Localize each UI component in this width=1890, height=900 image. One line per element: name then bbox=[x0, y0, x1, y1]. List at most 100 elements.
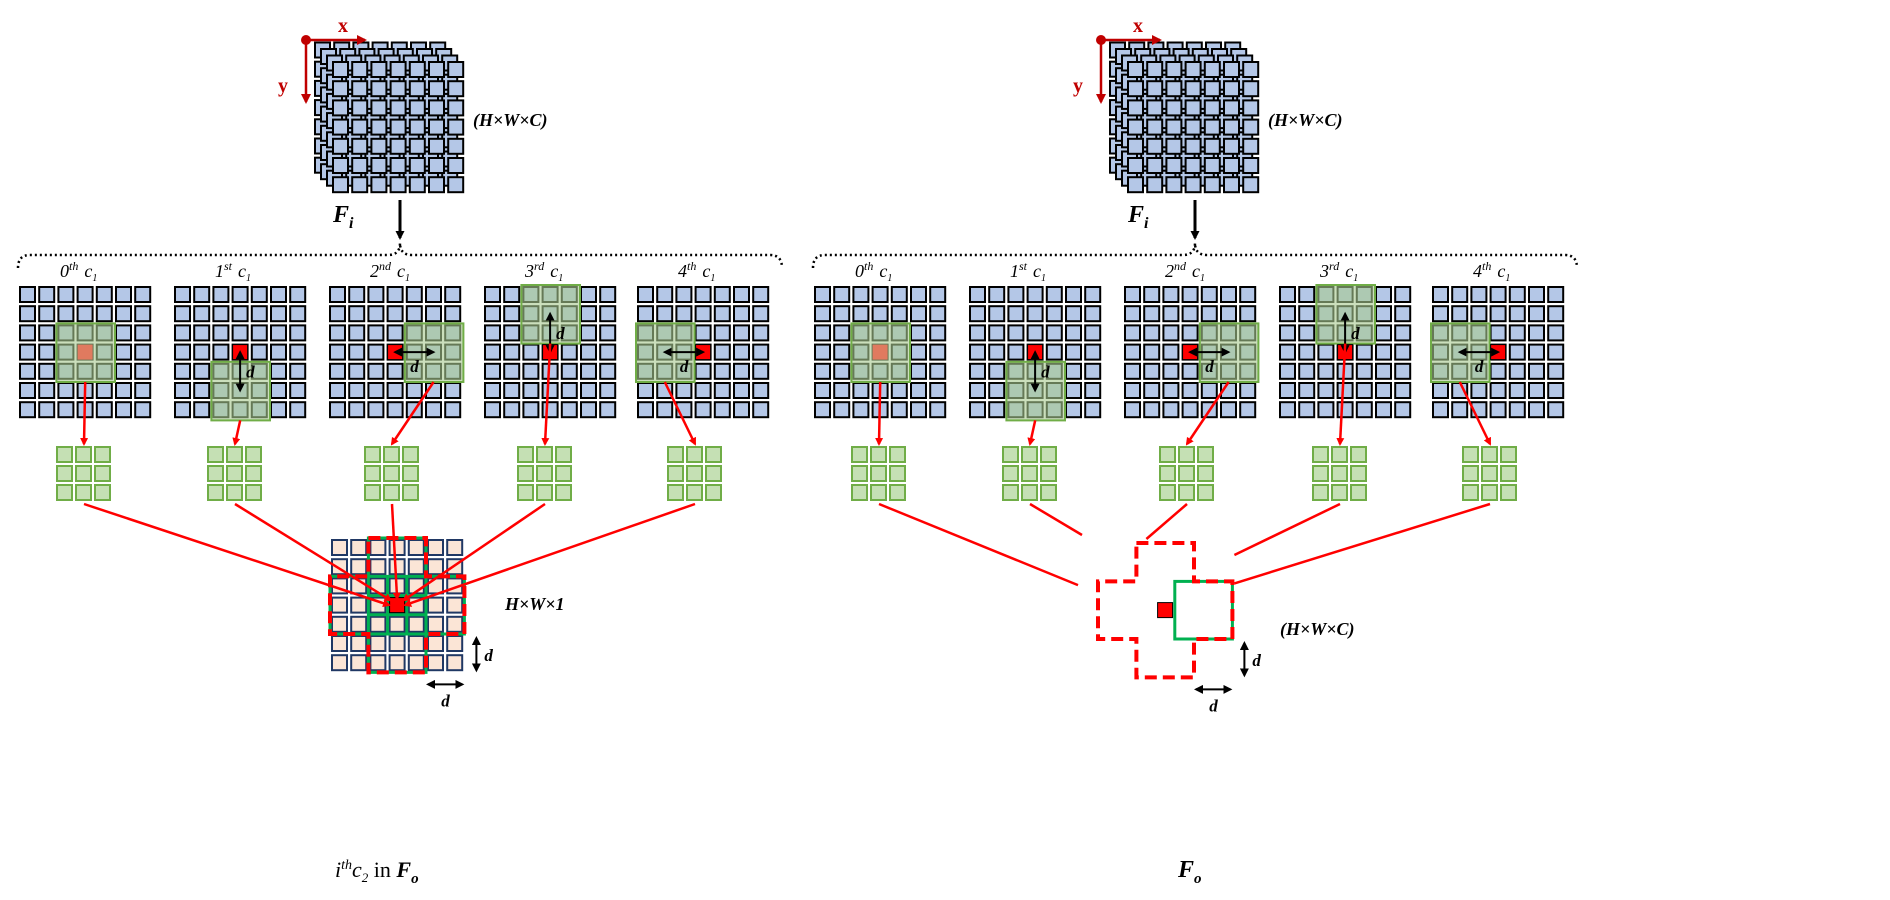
text-part: nd bbox=[379, 259, 392, 273]
grid-cell bbox=[174, 324, 191, 342]
grid-cell bbox=[351, 176, 369, 194]
grid-cell bbox=[95, 401, 113, 419]
grid-cell bbox=[988, 382, 1006, 399]
grid-cell bbox=[675, 382, 693, 399]
grid-cell bbox=[1242, 157, 1260, 174]
grid-cell bbox=[19, 401, 36, 419]
vertical-d-label: d bbox=[1252, 651, 1261, 670]
aggregate-line bbox=[1145, 503, 1188, 540]
grid-cell bbox=[174, 305, 191, 323]
text-part: (H×W×C) bbox=[1280, 619, 1355, 640]
grid-cell bbox=[713, 324, 731, 342]
grid-cell bbox=[95, 382, 113, 399]
grid-cell bbox=[386, 305, 404, 323]
grid-cell bbox=[386, 401, 404, 419]
kernel-cell bbox=[364, 484, 381, 501]
horizontal-d-label: d bbox=[441, 691, 450, 710]
grid-cell bbox=[1200, 286, 1218, 303]
grid-cell bbox=[329, 362, 346, 380]
receptive-field-dashed-outline bbox=[1096, 541, 1235, 680]
sampled-kernel-1 bbox=[207, 446, 262, 501]
grid-cell bbox=[270, 401, 287, 419]
grid-cell bbox=[193, 305, 211, 323]
text-part: st bbox=[224, 259, 233, 273]
grid-cell bbox=[1223, 176, 1240, 194]
text-part: d bbox=[1351, 324, 1360, 343]
text-part: F bbox=[1177, 857, 1194, 883]
kernel-cell bbox=[870, 446, 887, 463]
grid-cell bbox=[331, 596, 348, 614]
aggregate-arrow bbox=[403, 502, 696, 607]
grid-cell bbox=[134, 382, 152, 399]
grid-cell bbox=[1127, 137, 1144, 155]
grid-cell bbox=[1279, 401, 1296, 419]
text-part: i bbox=[335, 857, 341, 882]
grid-cell bbox=[1432, 382, 1449, 399]
text-part: d bbox=[1475, 357, 1484, 376]
grid-cell bbox=[969, 286, 986, 303]
channel-grid-1: d bbox=[969, 286, 1102, 422]
kernel-cell bbox=[851, 446, 868, 463]
text-part: rd bbox=[1329, 259, 1340, 273]
grid-cell bbox=[407, 615, 425, 633]
grid-cell bbox=[833, 382, 851, 399]
grid-cell bbox=[212, 324, 230, 342]
grid-cell bbox=[427, 558, 444, 576]
output-center-cell bbox=[389, 597, 406, 614]
text-part: 1 bbox=[887, 273, 892, 284]
grid-cell bbox=[1065, 305, 1082, 323]
kernel-cell bbox=[517, 446, 534, 463]
kernel-cell bbox=[364, 465, 381, 482]
grid-cell bbox=[580, 362, 597, 380]
grid-cell bbox=[331, 615, 348, 633]
grid-cell bbox=[134, 401, 152, 419]
grid-cell bbox=[1375, 401, 1392, 419]
kernel-cell bbox=[1021, 484, 1038, 501]
output-feature bbox=[1096, 541, 1235, 680]
grid-cell bbox=[329, 343, 346, 361]
grid-cell bbox=[369, 615, 387, 633]
kernel-cell bbox=[75, 484, 92, 501]
grid-cell bbox=[1146, 157, 1164, 174]
channel-grid-1: d bbox=[174, 286, 307, 422]
grid-cell bbox=[351, 157, 369, 174]
grid-cell bbox=[428, 176, 445, 194]
x-axis-label: x bbox=[338, 15, 348, 37]
text-part: c bbox=[352, 857, 362, 882]
grid-cell bbox=[1181, 382, 1199, 399]
grid-cell bbox=[1242, 80, 1260, 98]
output-feature bbox=[328, 536, 467, 675]
text-part: th bbox=[864, 259, 873, 273]
grid-cell bbox=[1317, 362, 1335, 380]
text-part: y bbox=[278, 75, 288, 97]
grid-cell bbox=[1162, 324, 1180, 342]
grid-cell bbox=[1375, 382, 1392, 399]
grid-cell bbox=[332, 80, 349, 98]
grid-cell bbox=[370, 99, 388, 117]
grid-cell bbox=[1127, 99, 1144, 117]
grid-cell bbox=[38, 305, 56, 323]
grid-cell bbox=[929, 401, 947, 419]
kernel-cell bbox=[1159, 446, 1176, 463]
grid-cell bbox=[1184, 176, 1202, 194]
grid-cell bbox=[115, 305, 132, 323]
grid-cell bbox=[969, 401, 986, 419]
grid-cell bbox=[833, 305, 851, 323]
dilation-label: d bbox=[1475, 357, 1484, 376]
aggregate-arrow bbox=[401, 502, 546, 602]
grid-cell bbox=[1146, 99, 1164, 117]
grid-cell bbox=[814, 382, 831, 399]
grid-cell bbox=[408, 118, 426, 136]
grid-cell bbox=[250, 343, 268, 361]
grid-cell bbox=[713, 343, 731, 361]
grid-cell bbox=[408, 157, 426, 174]
grid-cell bbox=[231, 305, 249, 323]
kernel-cell bbox=[1002, 465, 1019, 482]
grid-cell bbox=[1394, 362, 1412, 380]
dilation-label: d bbox=[410, 357, 419, 376]
text-part: 1 bbox=[1200, 273, 1205, 284]
grid-cell bbox=[910, 324, 927, 342]
kernel-cell bbox=[75, 446, 92, 463]
grid-cell bbox=[134, 343, 152, 361]
